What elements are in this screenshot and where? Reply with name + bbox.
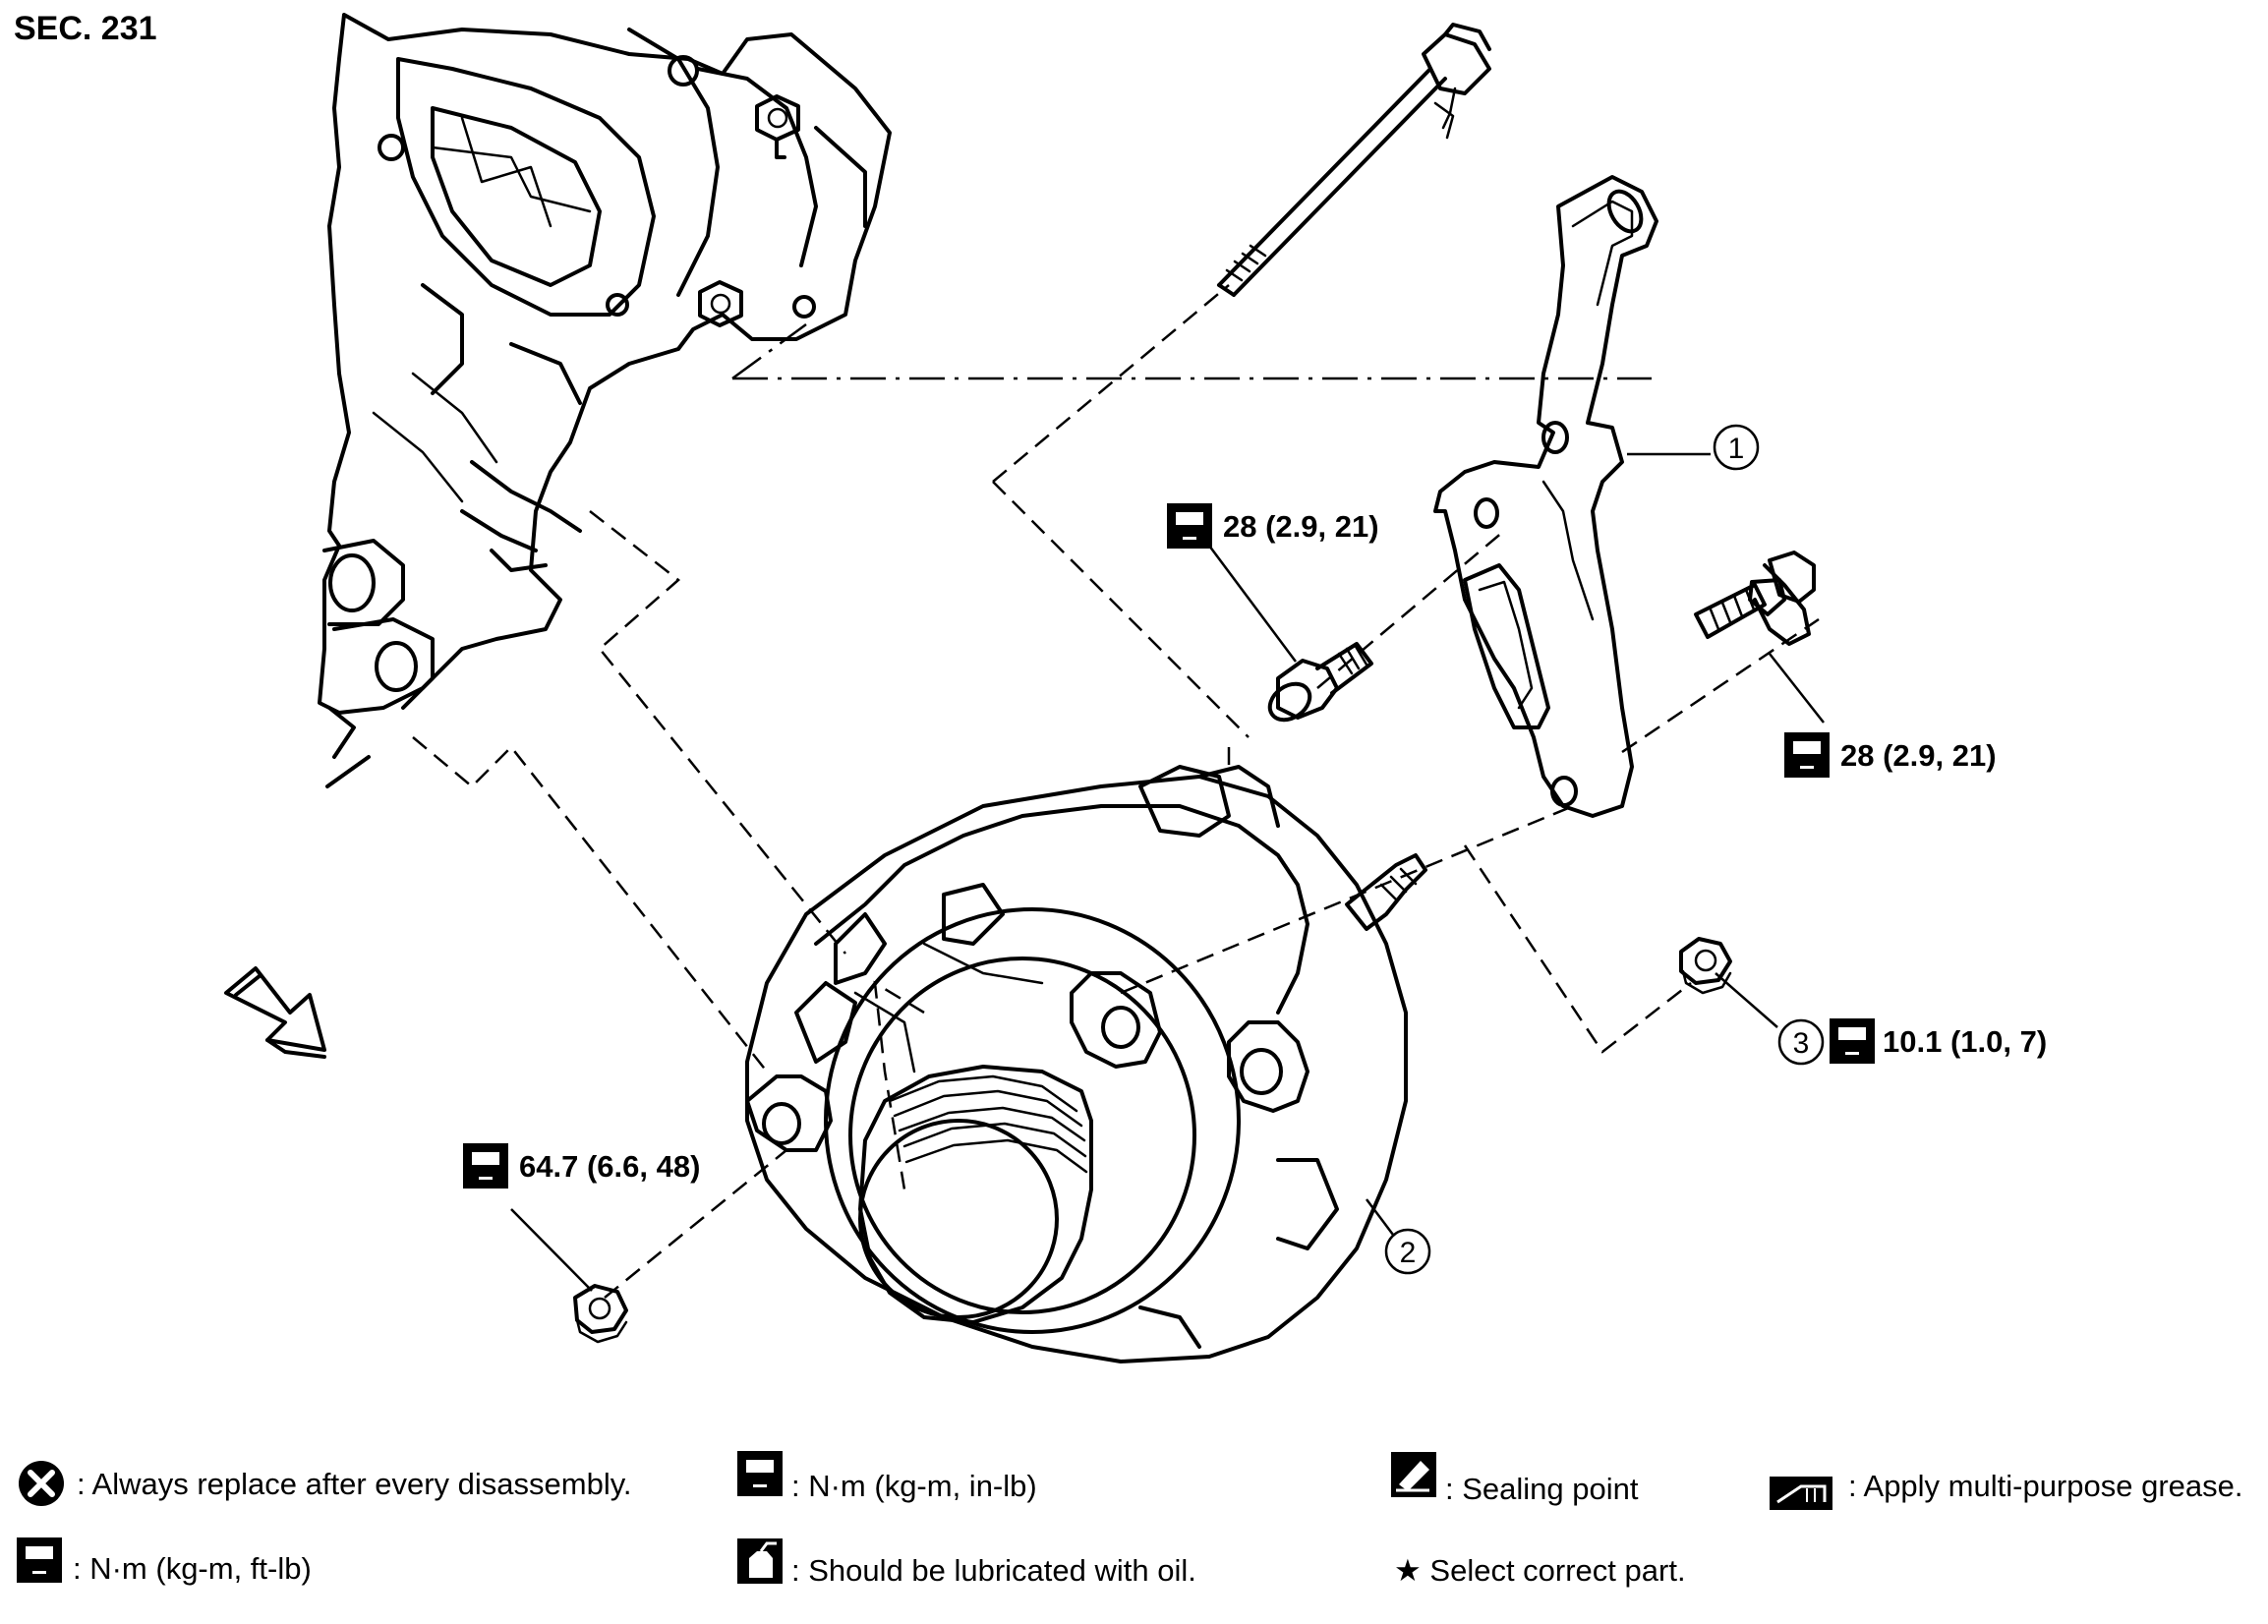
svg-text:: N·m (kg-m, ft-lb): : N·m (kg-m, ft-lb) (73, 1551, 312, 1586)
alignment-lines (412, 284, 1820, 1299)
torque-label-bracket-upper: 28 (2.9, 21) (1167, 503, 1379, 549)
svg-text:: N·m (kg-m, in-lb): : N·m (kg-m, in-lb) (791, 1469, 1037, 1503)
svg-text:: Sealing point: : Sealing point (1445, 1472, 1639, 1506)
svg-text:28 (2.9, 21): 28 (2.9, 21) (1840, 738, 1997, 773)
torque-label-nut-upper: 10.1 (1.0, 7) (1830, 1018, 2047, 1064)
wrench-icon (1830, 1018, 1875, 1064)
legend-replace: : Always replace after every disassembly… (19, 1461, 632, 1506)
legend-sealing: : Sealing point (1391, 1452, 1639, 1506)
wrench-icon (17, 1537, 62, 1583)
front-arrow-icon (224, 966, 326, 1059)
svg-text:28 (2.9, 21): 28 (2.9, 21) (1223, 509, 1379, 544)
svg-text:2: 2 (1400, 1237, 1417, 1269)
alternator-bracket (1433, 175, 1658, 818)
wrench-icon (1167, 503, 1212, 549)
legend-torque-ftlb: : N·m (kg-m, ft-lb) (17, 1537, 312, 1586)
bracket-bolt-upper (1267, 642, 1373, 723)
legend-oil: : Should be lubricated with oil. (737, 1538, 1196, 1588)
torque-label-nut-lower: 64.7 (6.6, 48) (463, 1143, 700, 1189)
svg-text:64.7 (6.6, 48): 64.7 (6.6, 48) (519, 1149, 700, 1184)
oil-can-icon (737, 1538, 783, 1584)
svg-text:★ Select correct part.: ★ Select correct part. (1394, 1553, 1686, 1588)
bracket-bolt-right (1694, 551, 1816, 646)
wrench-icon (1784, 732, 1830, 778)
wrench-icon (737, 1451, 783, 1496)
nut-upper (1679, 937, 1732, 995)
legend-grease: : Apply multi-purpose grease. (1770, 1469, 2243, 1510)
svg-text:: Always replace after every d: : Always replace after every disassembly… (77, 1467, 632, 1501)
legend-select: ★ Select correct part. (1394, 1553, 1686, 1588)
callout-3: 3 (1777, 1018, 1825, 1066)
torque-label-bracket-right: 28 (2.9, 21) (1784, 732, 1997, 778)
legend: : Always replace after every disassembly… (17, 1451, 2243, 1588)
wrench-icon (463, 1143, 508, 1189)
legend-torque-inlb: : N·m (kg-m, in-lb) (737, 1451, 1037, 1503)
callout-1: 1 (1713, 424, 1760, 471)
leader-lines (510, 452, 1825, 1292)
svg-text:: Apply multi-purpose grease.: : Apply multi-purpose grease. (1848, 1469, 2243, 1503)
svg-text:10.1 (1.0, 7): 10.1 (1.0, 7) (1883, 1024, 2047, 1059)
grease-gun-icon (1770, 1477, 1832, 1510)
svg-text:3: 3 (1793, 1027, 1810, 1060)
nut-lower (573, 1284, 628, 1344)
long-bolt (1217, 23, 1491, 297)
svg-text:: Should be lubricated with oi: : Should be lubricated with oil. (791, 1553, 1196, 1588)
engine-block (318, 13, 892, 788)
alternator (745, 765, 1427, 1363)
section-label: SEC. 231 (14, 10, 157, 47)
x-circle-icon (19, 1461, 64, 1506)
sealant-tube-icon (1391, 1452, 1436, 1497)
svg-text:1: 1 (1728, 433, 1745, 465)
callout-2: 2 (1384, 1228, 1431, 1275)
